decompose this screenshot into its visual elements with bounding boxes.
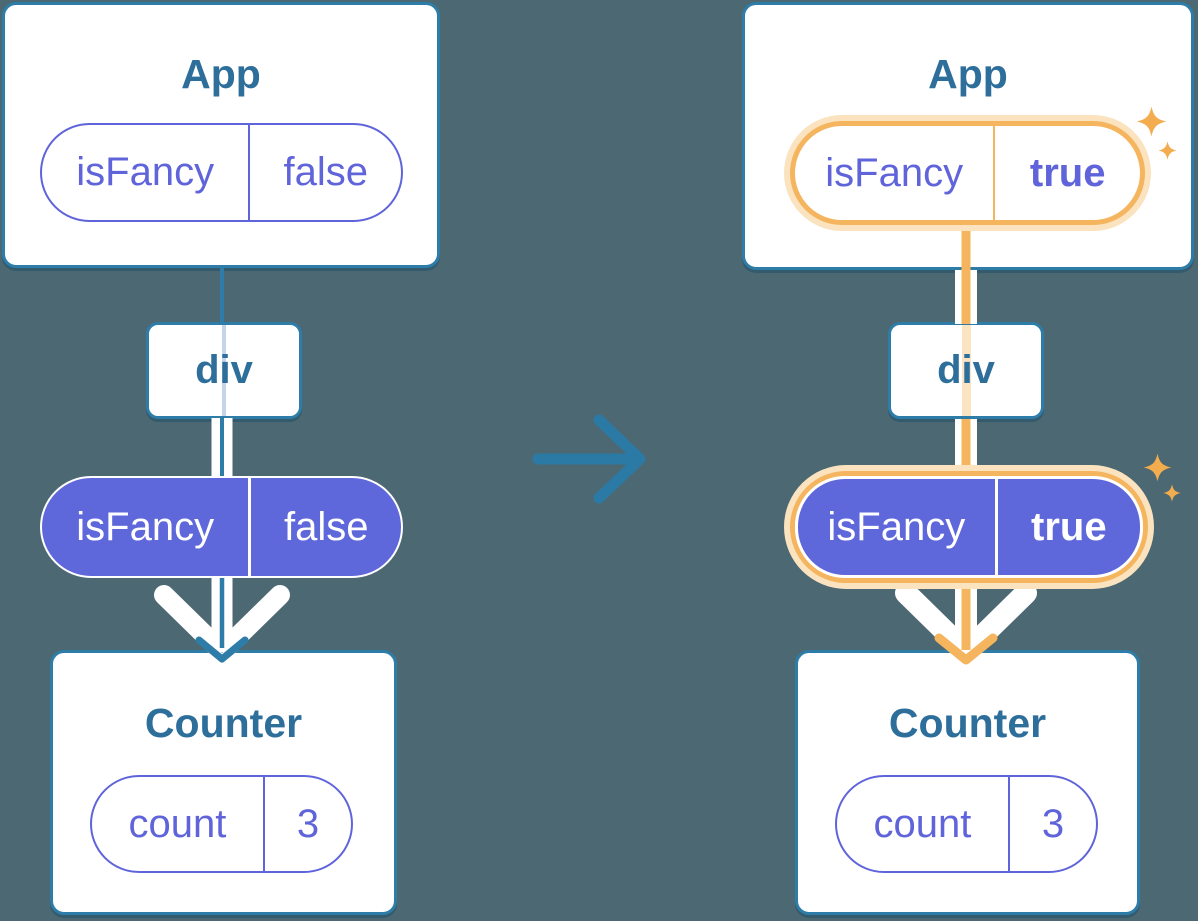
pill-label: count bbox=[873, 801, 972, 846]
right-app-title: App bbox=[928, 51, 1008, 97]
sparkle-icon bbox=[1143, 453, 1172, 482]
right-app-state-pill-highlight: isFancy true bbox=[790, 121, 1145, 225]
pill-label: count bbox=[128, 801, 227, 846]
right-edge-div-to-prop bbox=[955, 419, 977, 478]
transition-arrow-icon bbox=[532, 414, 646, 504]
right-counter-title: Counter bbox=[888, 700, 1047, 746]
left-edge-div-to-prop bbox=[211, 418, 233, 478]
right-app-box: App isFancy true bbox=[742, 2, 1194, 270]
pill-value: 3 bbox=[1007, 777, 1096, 871]
left-counter-box: Counter count 3 bbox=[50, 650, 397, 915]
pill-label: isFancy bbox=[76, 150, 215, 194]
pill-label: isFancy bbox=[76, 504, 215, 549]
left-div-box: div bbox=[146, 322, 302, 419]
right-counter-box: Counter count 3 bbox=[795, 650, 1140, 915]
right-div-label: div bbox=[937, 348, 995, 392]
left-app-title: App bbox=[181, 51, 261, 97]
right-counter-state-pill: count 3 bbox=[835, 775, 1098, 873]
pill-value: true bbox=[993, 126, 1140, 220]
left-counter-title: Counter bbox=[144, 700, 303, 746]
pill-label: isFancy bbox=[827, 504, 966, 549]
sparkle-icon bbox=[1163, 484, 1181, 502]
left-counter-state-pill: count 3 bbox=[90, 775, 353, 873]
pill-value: false bbox=[248, 125, 401, 220]
left-app-box: App isFancy false bbox=[2, 2, 440, 268]
pill-label: isFancy bbox=[825, 150, 964, 195]
pill-value: 3 bbox=[262, 777, 351, 871]
sparkle-icon bbox=[1158, 141, 1177, 160]
right-app-state-pill: isFancy true bbox=[795, 126, 1140, 220]
pill-value: true bbox=[994, 479, 1140, 575]
left-prop-pill: isFancy false bbox=[40, 476, 403, 578]
left-arrow-prop-to-counter bbox=[154, 577, 290, 663]
right-prop-pill-highlight: isFancy true bbox=[790, 471, 1148, 583]
prop-flow-line bbox=[222, 325, 226, 416]
sparkle-icon bbox=[1136, 106, 1167, 137]
left-app-state-pill: isFancy false bbox=[40, 123, 403, 222]
left-div-label: div bbox=[195, 348, 253, 392]
prop-flow-line-highlighted bbox=[961, 325, 971, 416]
right-prop-pill: isFancy true bbox=[795, 476, 1143, 578]
pill-value: false bbox=[248, 478, 401, 576]
right-arrow-prop-to-counter bbox=[895, 578, 1037, 665]
right-div-box: div bbox=[888, 322, 1044, 419]
